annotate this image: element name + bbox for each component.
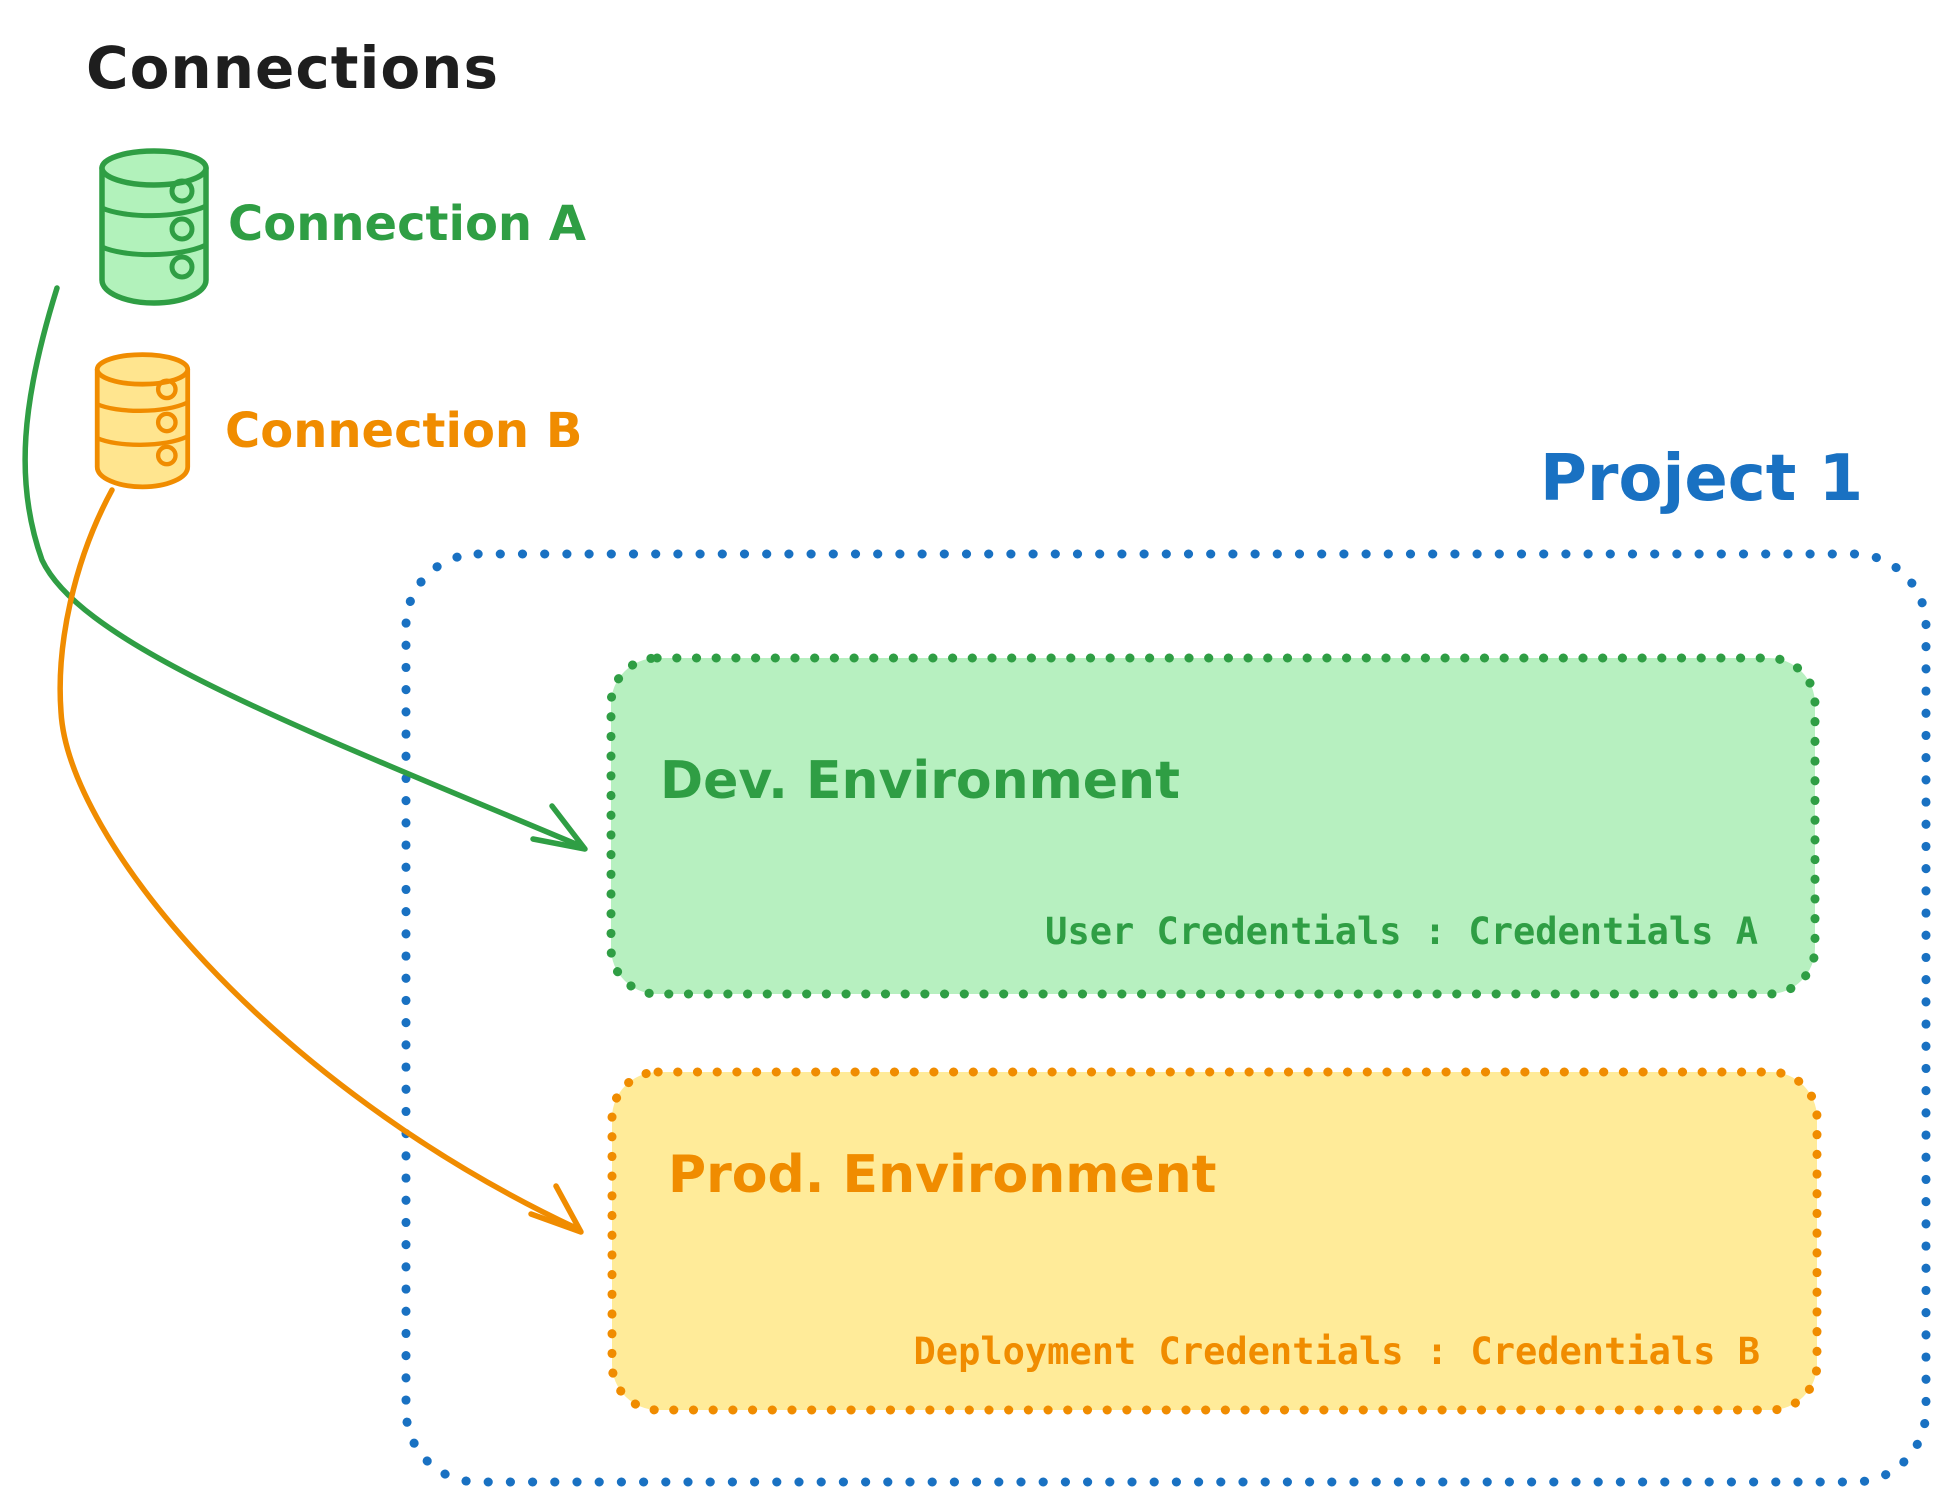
arrow-connection-b-to-prod (57, 487, 584, 1235)
prod-environment-credentials: Deployment Credentials : Credentials B (914, 1330, 1760, 1373)
connection-a-label: Connection A (228, 196, 586, 252)
dev-environment-credentials: User Credentials : Credentials A (1045, 910, 1758, 953)
connection-b-label: Connection B (225, 403, 582, 459)
dev-environment-border (606, 653, 1820, 999)
database-icon (99, 148, 209, 306)
prod-environment-border (607, 1067, 1822, 1415)
arrowhead (528, 1183, 584, 1235)
database-icon (94, 352, 191, 490)
prod-environment-title: Prod. Environment (668, 1145, 1217, 1205)
connection-a-item: Connection A (99, 148, 586, 306)
connection-b-item: Connection B (94, 352, 582, 490)
page-title: Connections (86, 34, 499, 102)
dev-environment-title: Dev. Environment (660, 751, 1180, 811)
prod-environment-box: Prod. Environment Deployment Credentials… (607, 1067, 1822, 1415)
project-boundary-box (401, 549, 1931, 1487)
dev-environment-box: Dev. Environment User Credentials : Cred… (606, 653, 1820, 999)
arrow-connection-a-to-dev (22, 285, 588, 852)
project-title: Project 1 (1540, 442, 1863, 516)
arrowhead (530, 803, 588, 852)
